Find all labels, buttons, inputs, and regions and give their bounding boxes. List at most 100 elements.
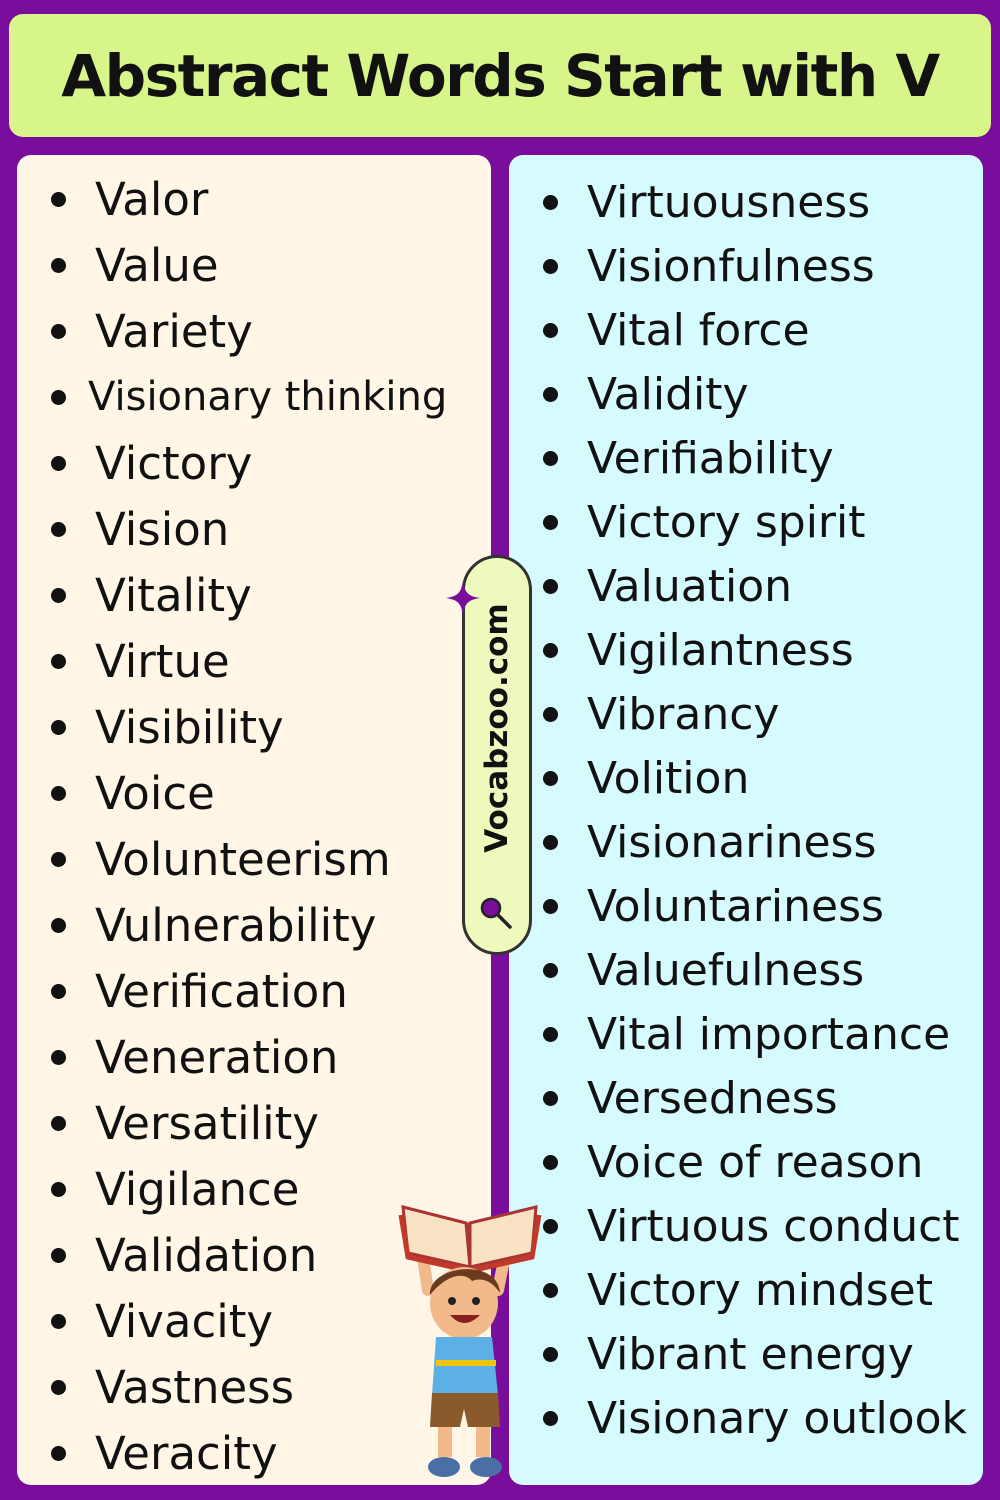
word-label: Valuefulness xyxy=(587,944,865,996)
bullet-icon xyxy=(51,917,66,933)
word-label: Virtuousness xyxy=(587,176,871,228)
word-label: Voluntariness xyxy=(587,880,884,932)
word-label: Vital importance xyxy=(587,1008,951,1060)
word-label: Vibrancy xyxy=(587,688,780,740)
word-item: Valuation xyxy=(509,554,983,618)
word-item: Vision xyxy=(17,496,491,562)
word-label: Virtue xyxy=(95,634,230,688)
bullet-icon xyxy=(543,1282,558,1298)
bullet-icon xyxy=(51,785,66,801)
word-label: Visibility xyxy=(95,700,284,754)
word-item: Vital force xyxy=(509,298,983,362)
word-item: Veracity xyxy=(17,1420,491,1486)
word-item: Visibility xyxy=(17,694,491,760)
word-item: Vastness xyxy=(17,1354,491,1420)
bullet-icon xyxy=(543,578,558,594)
word-item: Validation xyxy=(17,1222,491,1288)
watermark-text: Vocabzoo.com xyxy=(479,603,515,853)
bullet-icon xyxy=(543,1090,558,1106)
word-item: Verification xyxy=(17,958,491,1024)
word-label: Visionary outlook xyxy=(587,1392,967,1444)
bullet-icon xyxy=(51,719,66,735)
word-label: Valuation xyxy=(587,560,793,612)
bullet-icon xyxy=(51,983,66,999)
word-label: Visionfulness xyxy=(587,240,875,292)
word-item: Vital importance xyxy=(509,1002,983,1066)
word-label: Veneration xyxy=(95,1030,339,1084)
bullet-icon xyxy=(51,323,66,339)
bullet-icon xyxy=(543,322,558,338)
bullet-icon xyxy=(51,191,66,207)
bullet-icon xyxy=(51,1379,66,1395)
word-item: Valor xyxy=(17,166,491,232)
word-item: Victory xyxy=(17,430,491,496)
bullet-icon xyxy=(51,1115,66,1131)
word-label: Vigilance xyxy=(95,1162,300,1216)
bullet-icon xyxy=(51,1445,66,1461)
word-label: Voice xyxy=(95,766,215,820)
word-label: Variety xyxy=(95,304,253,358)
word-item: Visionary thinking xyxy=(17,364,491,430)
word-item: Victory spirit xyxy=(509,490,983,554)
word-label: Validity xyxy=(587,368,749,420)
bullet-icon xyxy=(543,514,558,530)
word-item: Virtuousness xyxy=(509,170,983,234)
kid-with-book-illustration xyxy=(398,1205,542,1477)
word-label: Vivacity xyxy=(95,1294,274,1348)
word-label: Vastness xyxy=(95,1360,295,1414)
bullet-icon xyxy=(543,706,558,722)
bullet-icon xyxy=(51,257,66,273)
word-label: Validation xyxy=(95,1228,318,1282)
word-item: Versatility xyxy=(17,1090,491,1156)
word-label: Voice of reason xyxy=(587,1136,924,1188)
bullet-icon xyxy=(51,1313,66,1329)
word-item: Vigilantness xyxy=(509,618,983,682)
bullet-icon xyxy=(543,834,558,850)
bullet-icon xyxy=(51,587,66,603)
sparkle-icon xyxy=(446,581,480,615)
word-item: Volition xyxy=(509,746,983,810)
word-item: Variety xyxy=(17,298,491,364)
word-item: Validity xyxy=(509,362,983,426)
bullet-icon xyxy=(543,962,558,978)
word-item: Vibrancy xyxy=(509,682,983,746)
word-label: Value xyxy=(95,238,219,292)
word-label: Vitality xyxy=(95,568,252,622)
word-item: Vibrant energy xyxy=(509,1322,983,1386)
word-item: Versedness xyxy=(509,1066,983,1130)
word-item: Vivacity xyxy=(17,1288,491,1354)
word-label: Versedness xyxy=(587,1072,838,1124)
title-bar: Abstract Words Start with V xyxy=(9,14,991,137)
bullet-icon xyxy=(51,851,66,867)
bullet-icon xyxy=(543,386,558,402)
word-label: Vibrant energy xyxy=(587,1328,914,1380)
word-item: Valuefulness xyxy=(509,938,983,1002)
word-item: Victory mindset xyxy=(509,1258,983,1322)
word-label: Virtuous conduct xyxy=(587,1200,960,1252)
bullet-icon xyxy=(543,258,558,274)
word-label: Vital force xyxy=(587,304,810,356)
watermark-badge: Vocabzoo.com xyxy=(462,555,532,955)
word-label: Vulnerability xyxy=(95,898,377,952)
bullet-icon xyxy=(543,450,558,466)
bullet-icon xyxy=(51,1247,66,1263)
word-item: Visionariness xyxy=(509,810,983,874)
word-item: Veneration xyxy=(17,1024,491,1090)
bullet-icon xyxy=(51,455,66,471)
word-label: Victory spirit xyxy=(587,496,866,548)
magnifier-icon xyxy=(480,897,512,929)
bullet-icon xyxy=(543,898,558,914)
word-item: Vigilance xyxy=(17,1156,491,1222)
bullet-icon xyxy=(51,521,66,537)
word-label: Veracity xyxy=(95,1426,278,1480)
word-item: Visionary outlook xyxy=(509,1386,983,1450)
bullet-icon xyxy=(543,642,558,658)
bullet-icon xyxy=(543,1026,558,1042)
bullet-icon xyxy=(543,1154,558,1170)
word-label: Volunteerism xyxy=(95,832,391,886)
word-item: Virtue xyxy=(17,628,491,694)
page-title: Abstract Words Start with V xyxy=(61,41,940,110)
